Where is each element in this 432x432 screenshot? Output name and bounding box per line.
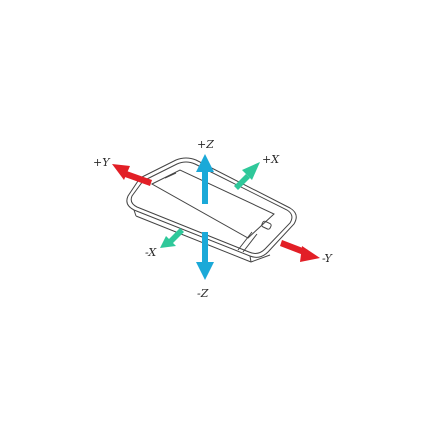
x-positive-arrow — [234, 162, 260, 190]
y-axis-arrows — [112, 164, 320, 262]
y-negative-arrow — [280, 240, 320, 262]
z-positive-label: +Z — [197, 138, 214, 151]
y-positive-label: +Y — [93, 156, 111, 169]
y-negative-label: -Y — [322, 252, 334, 265]
x-positive-label: +X — [262, 153, 280, 166]
z-negative-label: -Z — [197, 287, 209, 300]
z-axis-arrows — [196, 154, 214, 280]
z-negative-arrow — [196, 232, 214, 280]
x-negative-label: -X — [145, 246, 157, 259]
phone-icon — [126, 157, 297, 263]
z-positive-arrow — [196, 154, 214, 204]
x-axis-arrows — [160, 162, 260, 248]
y-positive-arrow — [112, 164, 152, 186]
x-negative-arrow — [160, 228, 184, 248]
